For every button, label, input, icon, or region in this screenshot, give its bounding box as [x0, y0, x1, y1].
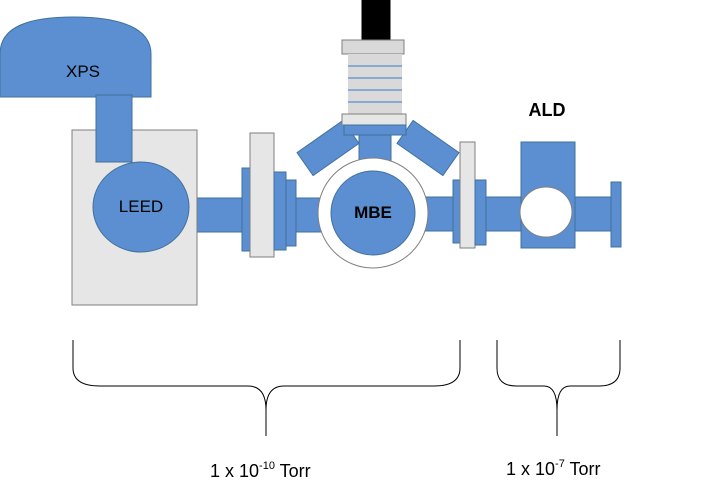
flange-right-inner — [474, 179, 487, 246]
gate-valve-right — [459, 141, 476, 249]
flange-left-inner — [273, 171, 287, 251]
pressure-ald-label: 1 x 10-7 Torr — [506, 458, 601, 479]
mbe-label: MBE — [354, 203, 392, 222]
leed-optics — [92, 161, 190, 253]
tube-to-ald — [485, 196, 525, 232]
top-collar — [341, 39, 405, 55]
top-actuator — [361, 0, 391, 45]
gate-valve-left — [249, 132, 275, 258]
tube-ald-right — [573, 196, 613, 232]
pressure-ald-suffix: Torr — [565, 459, 601, 479]
tube-leed-left-flange — [195, 197, 243, 233]
ald-window — [519, 186, 573, 238]
xps-label: XPS — [66, 62, 100, 81]
top-base-plate — [341, 113, 407, 126]
pressure-ald-prefix: 1 x 10 — [506, 459, 555, 479]
ald-label: ALD — [529, 100, 566, 120]
brace-ald — [496, 340, 621, 436]
pressure-uhv-label: 1 x 10-10 Torr — [210, 460, 311, 481]
xps-analyzer — [0, 16, 152, 98]
brace-uhv — [72, 340, 461, 436]
top-mount-blue — [343, 124, 407, 136]
pressure-uhv-suffix: Torr — [275, 461, 311, 481]
xps-neck — [95, 94, 133, 163]
pressure-uhv-prefix: 1 x 10 — [210, 461, 259, 481]
mbe-sample-stage — [330, 170, 416, 256]
ald-end-flange — [610, 181, 622, 248]
top-bellows — [348, 54, 402, 114]
pressure-uhv-exponent: -10 — [259, 460, 275, 472]
pressure-ald-exponent: -7 — [555, 458, 565, 470]
flange-left-small — [285, 179, 297, 247]
leed-label: LEED — [119, 197, 163, 216]
